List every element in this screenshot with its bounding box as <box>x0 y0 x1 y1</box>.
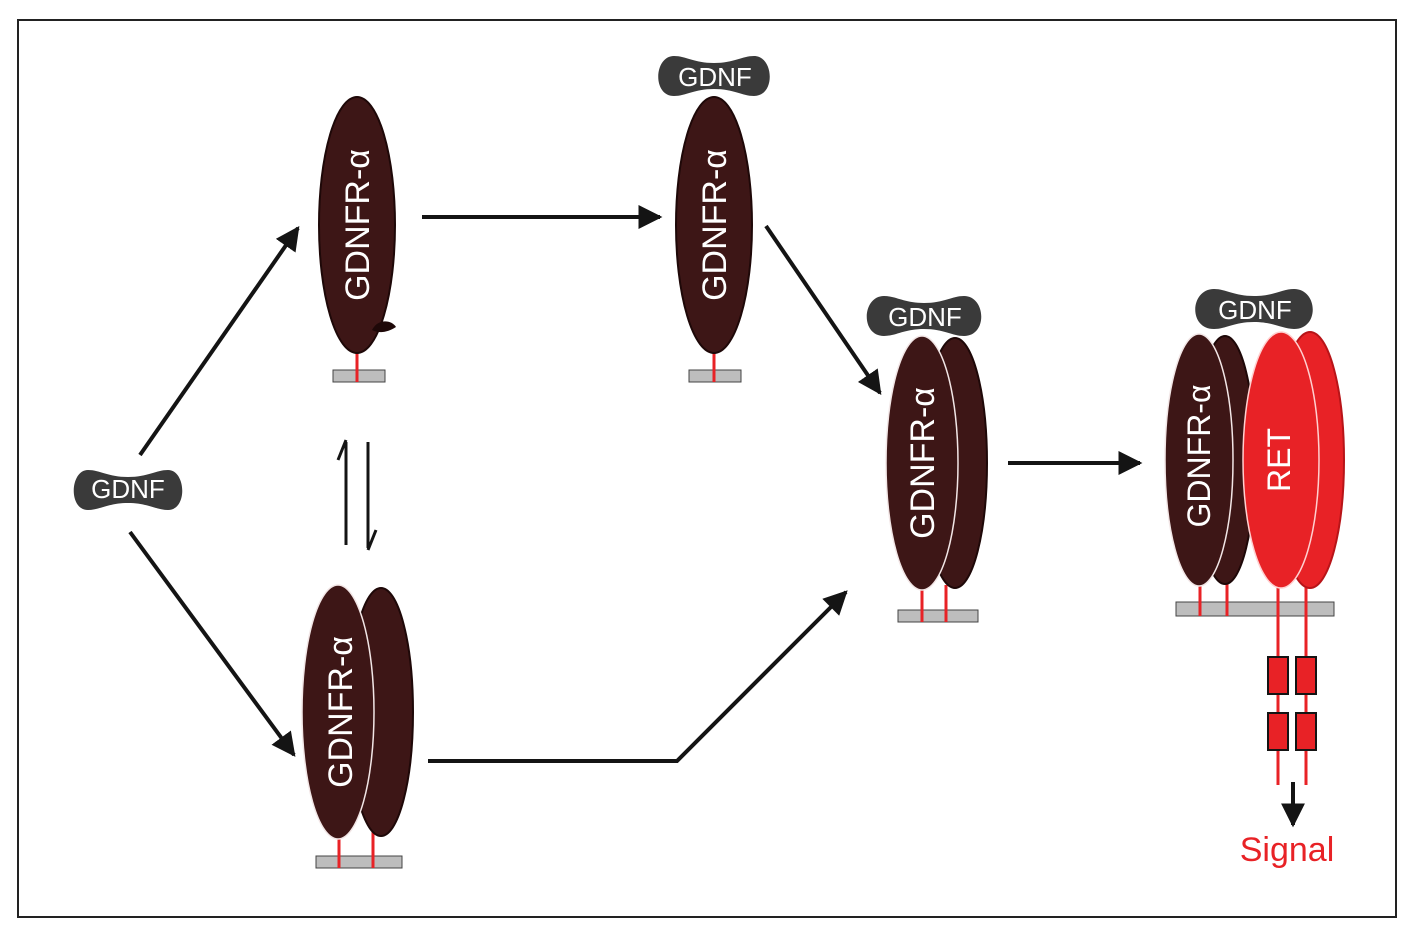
signal-label: Signal <box>1240 831 1335 869</box>
gdnf-bound-monomer: GDNFR-α GDNF <box>658 56 770 383</box>
membrane <box>897 609 979 623</box>
ret-signaling-complex: GDNFR-α RET GDNF <box>1164 289 1345 785</box>
gdnf-ligand-shape <box>866 296 982 336</box>
gdnf-ligand-shape <box>1195 289 1313 329</box>
gdnf-ligand-shape <box>658 56 770 96</box>
gdnf-label: GDNF <box>888 302 962 332</box>
membrane <box>315 855 403 869</box>
gdnf-label: GDNF <box>678 62 752 92</box>
binding-notch <box>372 321 396 333</box>
gdnfr-alpha-front <box>885 335 959 591</box>
arrow-gdnf-to-monomer <box>138 226 300 457</box>
gdnf-bound-dimer: GDNFR-α GDNF <box>866 296 988 623</box>
arrow-bound-to-dimer <box>764 224 882 395</box>
kinase-domain <box>1295 712 1317 751</box>
arrow-gdnf-to-dimer <box>128 530 296 757</box>
gdnfr-alpha-ellipse <box>675 96 753 354</box>
gdnfr-alpha-label: GDNFR-α <box>1181 385 1217 528</box>
gdnf-label: GDNF <box>1218 295 1292 325</box>
ret-label: RET <box>1261 428 1297 492</box>
gdnfr-alpha-label: GDNFR-α <box>322 636 360 788</box>
figure-frame <box>17 19 1397 918</box>
equilibrium-down-barb <box>366 529 378 551</box>
gdnf-ligand-shape <box>73 470 183 510</box>
receptor-monomer: GDNFR-α <box>318 96 396 383</box>
ret-front <box>1242 331 1320 589</box>
kinase-domain <box>1295 656 1317 695</box>
equilibrium-up-barb <box>336 439 348 461</box>
arrow-dimer-to-bound-dimer <box>428 590 848 763</box>
gdnfr-alpha-label: GDNFR-α <box>904 387 942 539</box>
gdnfr-alpha-front <box>301 584 375 840</box>
gdnfr-alpha-label: GDNFR-α <box>339 149 377 301</box>
membrane <box>332 369 386 383</box>
gdnf-label: GDNF <box>91 474 165 504</box>
receptor-dimer: GDNFR-α <box>301 584 414 869</box>
kinase-domain <box>1267 712 1289 751</box>
gdnfr-alpha-label: GDNFR-α <box>696 149 734 301</box>
gdnfr-alpha-front <box>1164 333 1234 587</box>
free-gdnf: GDNF <box>73 470 183 510</box>
membrane <box>1175 601 1335 617</box>
kinase-domain <box>1267 656 1289 695</box>
gdnfr-alpha-ellipse <box>318 96 396 354</box>
